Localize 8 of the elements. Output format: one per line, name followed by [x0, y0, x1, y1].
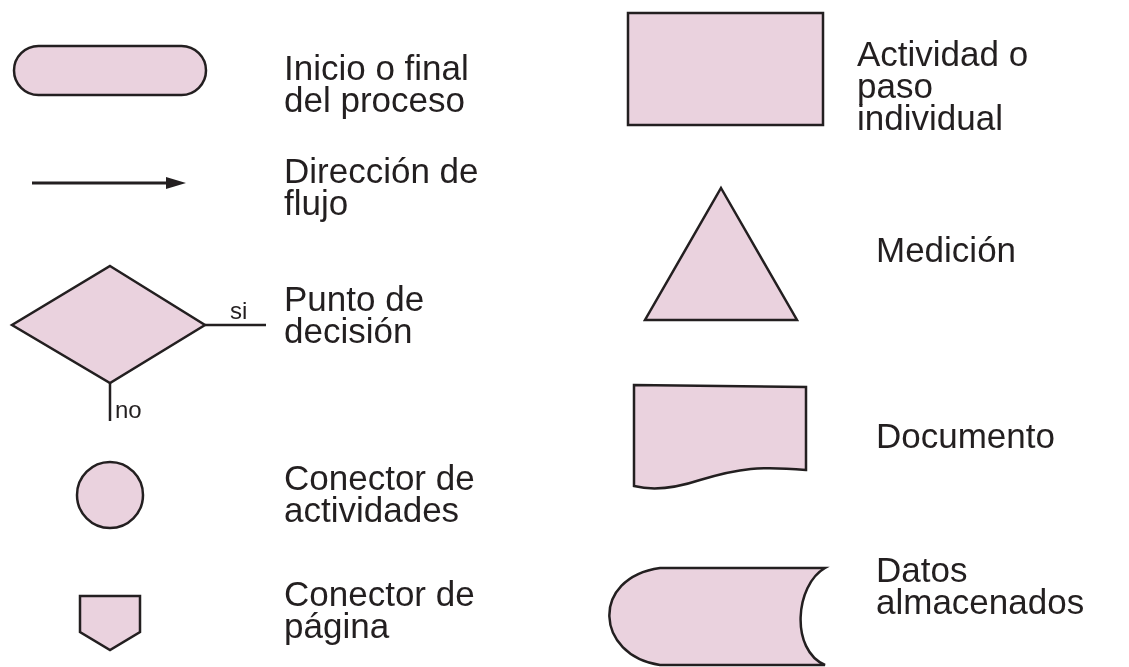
legend-label: Documento — [876, 420, 1056, 452]
legend-label: Datos almacenados — [876, 554, 1086, 618]
legend-label: Medición — [876, 234, 1018, 266]
legend-label: Punto de decisión — [284, 283, 426, 347]
legend-label: Conector de actividades — [284, 462, 476, 526]
legend-label: Actividad o paso individual — [857, 38, 1030, 134]
branch-label: si — [230, 299, 248, 323]
branch-label: no — [115, 398, 142, 422]
